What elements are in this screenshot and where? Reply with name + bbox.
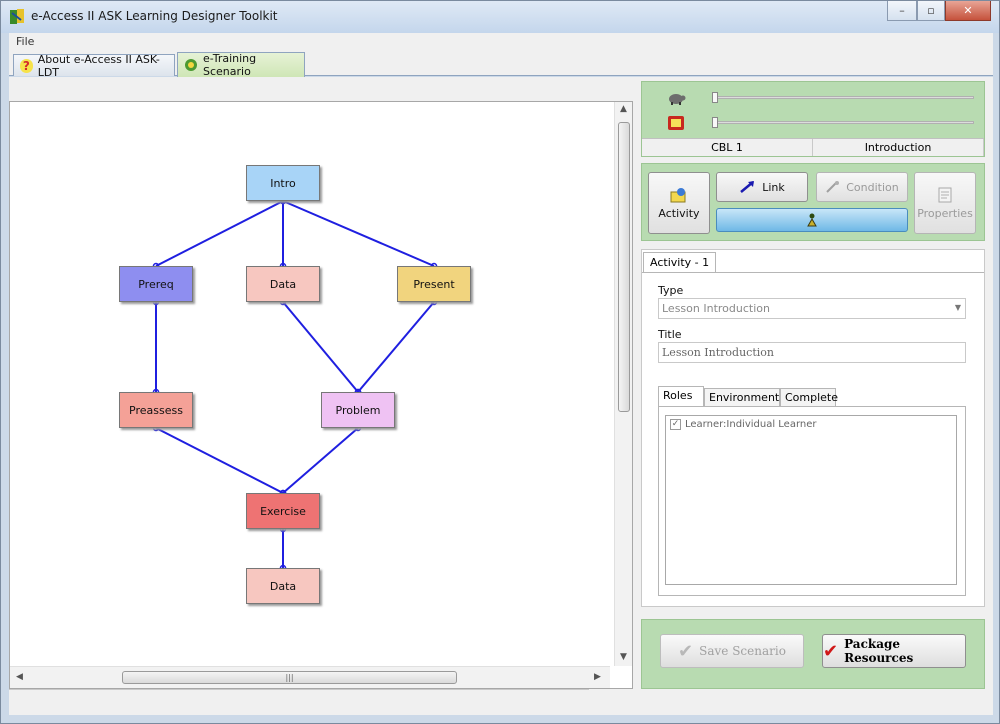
chevron-down-icon: ▼ [954,303,961,312]
properties-button[interactable]: Properties [914,172,976,234]
activity-icon [670,187,686,202]
diagram-frame: Intro Prereq Data Present Preassess Prob… [9,101,633,689]
scenario-actions: ✔ Save Scenario ✔ Package Resources [641,619,985,689]
app-icon [10,9,24,24]
speed-slider-track[interactable] [714,96,974,99]
edge-intro-prereq[interactable] [155,200,284,267]
time-slider-track[interactable] [714,121,974,124]
tortoise-icon [669,94,686,105]
scenario-name: CBL 1 [642,139,813,156]
save-scenario-label: Save Scenario [699,644,786,658]
tab-about-label: About e-Access II ASK-LDT [37,52,160,79]
node-intro[interactable]: Intro [246,165,320,201]
playback-controls: CBL 1 Introduction [641,81,985,157]
main-content: Intro Prereq Data Present Preassess Prob… [9,77,993,715]
type-label: Type [658,284,684,297]
checkmark-icon: ✔ [678,640,694,662]
package-resources-label: Package Resources [844,637,914,665]
link-button[interactable]: Link [716,172,808,202]
package-resources-button[interactable]: ✔ Package Resources [822,634,966,668]
tab-training-scenario-label: e-Training Scenario [203,52,257,78]
horizontal-scroll-thumb[interactable]: ||| [122,671,457,684]
menu-bar: File [9,33,993,51]
activity-properties-panel: Activity - 1 Type Lesson Introduction ▼ … [641,249,985,607]
tab-activity-1[interactable]: Activity - 1 [643,252,717,272]
edge-problem-exercise[interactable] [282,427,359,494]
status-bar [9,689,589,711]
time-slider-thumb[interactable] [712,117,718,128]
activity-button[interactable]: Activity [648,172,710,234]
edge-present-problem[interactable] [357,301,435,393]
help-icon: ? [20,58,33,73]
node-data[interactable]: Data [246,266,320,302]
node-prereq[interactable]: Prereq [119,266,193,302]
scroll-up-icon[interactable]: ▲ [620,104,627,114]
run-button[interactable] [716,208,908,232]
diagram-canvas[interactable]: Intro Prereq Data Present Preassess Prob… [10,102,610,666]
tab-environments[interactable]: Environments [704,388,785,406]
link-arrow-icon [740,181,755,193]
list-item[interactable]: ✓ Learner:Individual Learner [670,419,817,430]
vertical-scrollbar[interactable]: ▲ ▼ [614,102,632,666]
node-exercise[interactable]: Exercise [246,493,320,529]
current-activity-name: Introduction [813,139,984,156]
condition-button[interactable]: Condition [816,172,908,202]
role-tabs: Roles Environments Complete [658,386,966,406]
tab-roles[interactable]: Roles [658,386,704,406]
tab-training-scenario[interactable]: e-Training Scenario [177,52,305,78]
checkmark-icon: ✔ [823,640,839,662]
node-problem[interactable]: Problem [321,392,395,428]
activity-button-label: Activity [658,206,700,220]
roles-list: ✓ Learner:Individual Learner [665,415,957,585]
tab-about[interactable]: ? About e-Access II ASK-LDT [13,52,175,79]
timer-icon [668,116,684,130]
link-button-label: Link [762,180,785,194]
minimize-button[interactable]: – [887,1,917,21]
figure-icon [807,213,817,227]
condition-icon [826,181,840,193]
condition-button-label: Condition [846,180,899,194]
node-present[interactable]: Present [397,266,471,302]
diagram-toolbar: Activity Link Condition [641,163,985,241]
maximize-button[interactable]: ▫ [917,1,945,21]
scroll-right-icon[interactable]: ▶ [594,672,601,682]
document-tabs: ? About e-Access II ASK-LDT e-Training S… [9,51,993,79]
properties-button-label: Properties [917,206,973,220]
scenario-icon [184,58,198,72]
edge-preassess-exercise[interactable] [155,427,284,494]
title-label: Title [658,328,682,341]
time-slider[interactable] [666,115,978,130]
properties-icon [938,187,952,202]
role-label: Learner:Individual Learner [685,419,817,430]
save-scenario-button[interactable]: ✔ Save Scenario [660,634,804,668]
title-bar: e-Access II ASK Learning Designer Toolki… [1,1,999,33]
type-select[interactable]: Lesson Introduction ▼ [658,298,966,319]
tab-complete[interactable]: Complete [780,388,838,406]
node-data-2[interactable]: Data [246,568,320,604]
type-select-value: Lesson Introduction [662,302,770,315]
scroll-left-icon[interactable]: ◀ [16,672,23,682]
right-panel: CBL 1 Introduction Activity Link [641,81,985,711]
menu-file[interactable]: File [16,35,35,48]
close-button[interactable]: ✕ [945,1,991,21]
window-title: e-Access II ASK Learning Designer Toolki… [31,9,278,23]
scenario-info: CBL 1 Introduction [642,138,984,156]
scroll-down-icon[interactable]: ▼ [620,652,627,662]
edge-data1-problem[interactable] [282,301,359,393]
horizontal-scrollbar[interactable]: ◀ ||| ▶ [10,666,610,688]
node-preassess[interactable]: Preassess [119,392,193,428]
edge-intro-present[interactable] [282,200,435,267]
tab-divider [642,272,984,273]
title-input[interactable]: Lesson Introduction [658,342,966,363]
checkbox-checked-icon[interactable]: ✓ [670,419,681,430]
vertical-scroll-thumb[interactable] [618,122,630,412]
roles-panel: ✓ Learner:Individual Learner [658,406,966,596]
speed-slider[interactable] [666,90,978,105]
speed-slider-thumb[interactable] [712,92,718,103]
